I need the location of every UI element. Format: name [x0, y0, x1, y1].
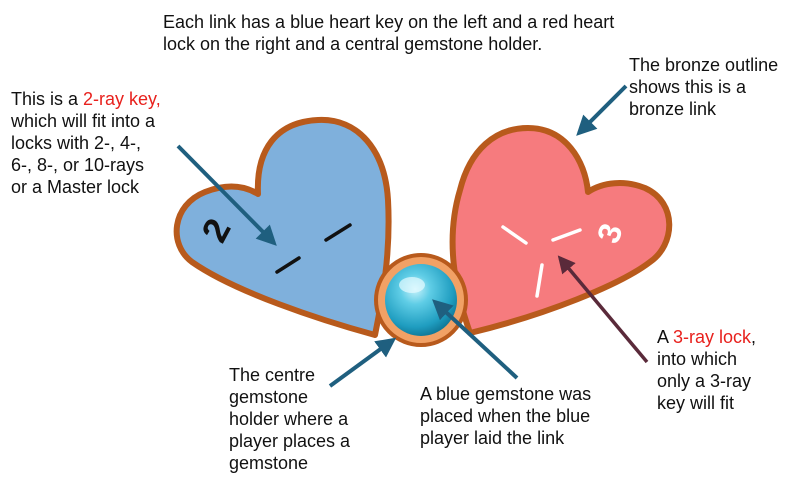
blue-gemstone: [385, 264, 457, 336]
gemstone-holder: [376, 255, 466, 345]
arrow-to-gem-holder: [330, 340, 393, 386]
red-heart-lock: 3: [453, 128, 670, 333]
blue-heart-key: 2: [177, 120, 389, 335]
red-heart-shape: [453, 128, 670, 333]
arrow-to-bronze-outline: [579, 86, 626, 133]
gemstone-highlight: [399, 277, 425, 293]
